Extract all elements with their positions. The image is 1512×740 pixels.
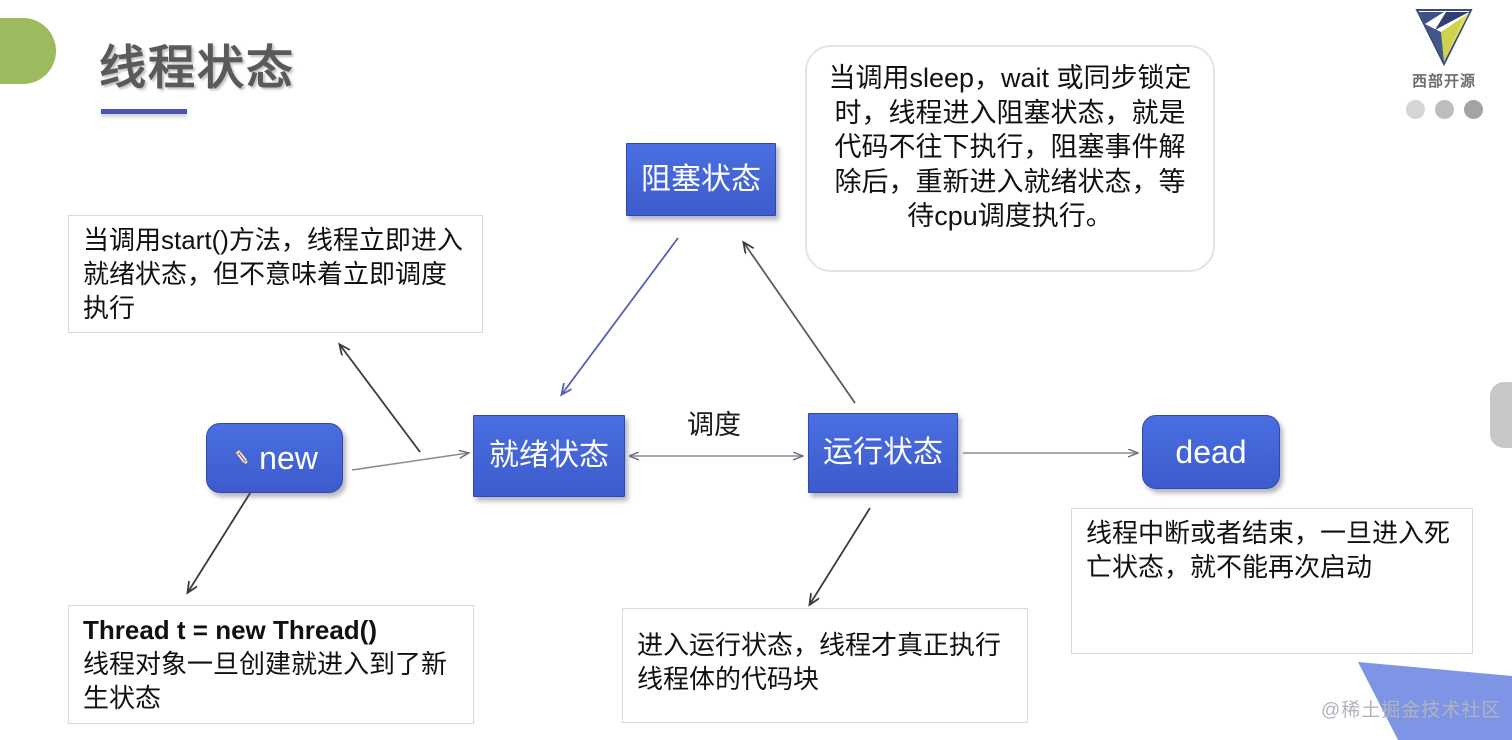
logo-dot-1 (1405, 100, 1425, 119)
callout-start-text: 当调用start()方法，线程立即进入就绪状态，但不意味着立即调度执行 (83, 225, 463, 323)
triangle-logo-icon (1415, 9, 1473, 67)
node-running-state[interactable]: 运行状态 (808, 413, 958, 493)
brand-logo: 西部开源 (1388, 6, 1500, 119)
logo-dots (1388, 100, 1500, 119)
node-ready-label: 就绪状态 (489, 439, 609, 472)
green-accent-shape (0, 18, 56, 84)
callout-running-explanation: 进入运行状态，线程才真正执行线程体的代码块 (622, 608, 1028, 723)
watermark-text: @稀土掘金技术社区 (1321, 700, 1502, 721)
node-running-label: 运行状态 (823, 436, 943, 469)
node-new-state[interactable]: new (206, 423, 343, 493)
edge-pill-decoration (1490, 382, 1512, 448)
page-title: 线程状态 (99, 41, 295, 94)
pen-icon (235, 449, 249, 466)
node-dead-label: dead (1175, 434, 1247, 470)
callout-thread-creation: Thread t = new Thread() 线程对象一旦创建就进入到了新生状… (68, 605, 474, 724)
callout-dead-text: 线程中断或者结束，一旦进入死亡状态，就不能再次启动 (1086, 518, 1451, 582)
logo-text: 西部开源 (1411, 73, 1476, 90)
arrow-new-to-ready (351, 453, 468, 471)
logo-dot-2 (1434, 100, 1454, 119)
callout-running-text: 进入运行状态，线程才真正执行线程体的代码块 (637, 630, 1002, 694)
arrow-blocked-to-ready (562, 237, 679, 394)
callout-thread-text: 线程对象一旦创建就进入到了新生状态 (83, 648, 448, 713)
node-new-label: new (259, 440, 318, 476)
callout-dead-explanation: 线程中断或者结束，一旦进入死亡状态，就不能再次启动 (1071, 508, 1473, 654)
node-blocked-label: 阻塞状态 (641, 162, 761, 196)
node-ready-state[interactable]: 就绪状态 (473, 415, 625, 497)
arrow-to-start-callout (340, 345, 421, 453)
title-underline (101, 109, 187, 114)
callout-start-method: 当调用start()方法，线程立即进入就绪状态，但不意味着立即调度执行 (68, 215, 483, 333)
callout-blocked-text: 当调用sleep，wait 或同步锁定时，线程进入阻塞状态，就是代码不往下执行，… (828, 63, 1192, 232)
callout-blocked-explanation: 当调用sleep，wait 或同步锁定时，线程进入阻塞状态，就是代码不往下执行，… (805, 45, 1215, 272)
logo-dot-3 (1463, 100, 1483, 119)
edge-label-schedule: 调度 (687, 410, 741, 440)
callout-thread-code: Thread t = new Thread() (83, 615, 377, 645)
arrow-new-to-thread-callout (188, 489, 253, 592)
node-blocked-state[interactable]: 阻塞状态 (626, 143, 776, 216)
arrow-running-to-callout (810, 507, 871, 604)
node-dead-state[interactable]: dead (1142, 415, 1280, 489)
